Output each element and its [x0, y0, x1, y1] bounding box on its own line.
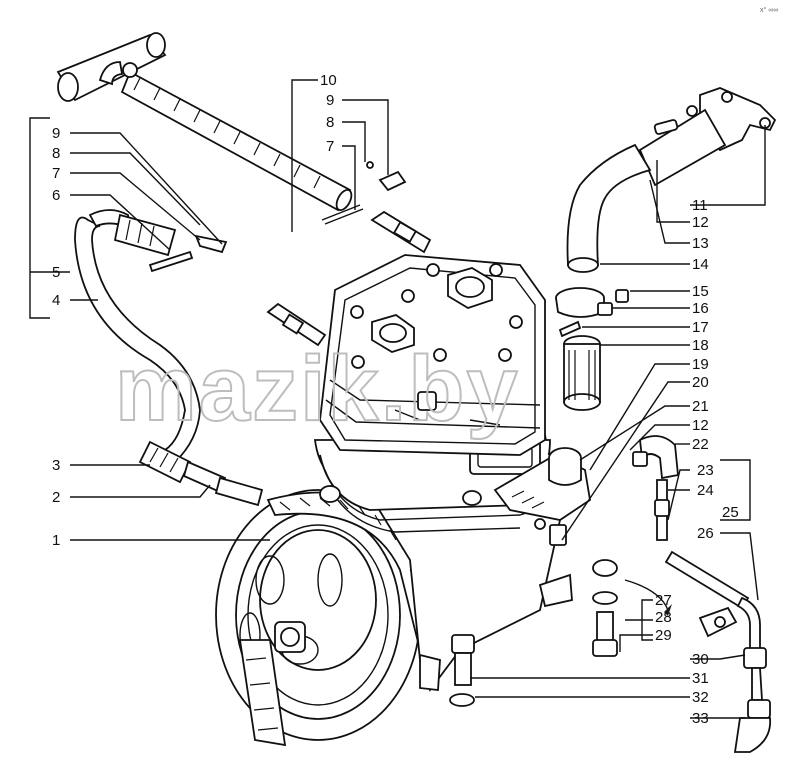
callout-22: 22	[692, 436, 709, 453]
callout-9-top: 9	[326, 92, 334, 109]
callout-4: 4	[52, 292, 60, 309]
callout-14: 14	[692, 256, 709, 273]
rubber-sleeve	[563, 335, 601, 411]
hose-clamp	[555, 287, 629, 338]
callout-7-top: 7	[326, 138, 334, 155]
callout-10: 10	[320, 72, 337, 89]
callout-8-top: 8	[326, 114, 334, 131]
right-fittings	[449, 435, 772, 753]
air-pipe	[566, 87, 777, 273]
callout-32: 32	[692, 689, 709, 706]
callout-15: 15	[692, 283, 709, 300]
callout-30: 30	[692, 651, 709, 668]
outlet-bracket	[493, 447, 591, 546]
callout-17: 17	[692, 319, 709, 336]
callout-29: 29	[655, 627, 672, 644]
callout-18: 18	[692, 337, 709, 354]
callout-6: 6	[52, 187, 60, 204]
callout-8-left: 8	[52, 145, 60, 162]
callout-20: 20	[692, 374, 709, 391]
callout-16: 16	[692, 300, 709, 317]
callout-23: 23	[697, 462, 714, 479]
callout-28: 28	[655, 609, 672, 626]
callout-27: 27	[655, 592, 672, 609]
clip-parts-top	[321, 161, 407, 225]
watermark: mazik.by	[115, 338, 520, 440]
callout-9-left: 9	[52, 125, 60, 142]
fittings	[266, 210, 432, 347]
callout-33: 33	[692, 710, 709, 727]
callout-11: 11	[692, 197, 708, 214]
callout-26: 26	[697, 525, 714, 542]
callout-3: 3	[52, 457, 60, 474]
callout-7-left: 7	[52, 165, 60, 182]
cylinder-head	[319, 254, 546, 456]
callout-numbers: 1 2 3 4 5 6 7 8 9 10 9 8 7 11 12 13 14 1…	[52, 72, 739, 727]
callout-24: 24	[697, 482, 714, 499]
callout-2: 2	[52, 489, 60, 506]
callout-12-upper: 12	[692, 214, 709, 231]
callout-5: 5	[52, 264, 60, 281]
callout-12-lower: 12	[692, 417, 709, 434]
callout-31: 31	[692, 670, 709, 687]
callout-25: 25	[722, 504, 739, 521]
callout-21: 21	[692, 398, 709, 415]
callout-19: 19	[692, 356, 709, 373]
corner-mark: x° ∞∞	[760, 6, 778, 14]
top-hose	[56, 32, 353, 212]
leader-lines	[29, 79, 766, 719]
callout-13: 13	[692, 235, 709, 252]
left-hose	[74, 209, 264, 507]
callout-1: 1	[52, 532, 60, 549]
